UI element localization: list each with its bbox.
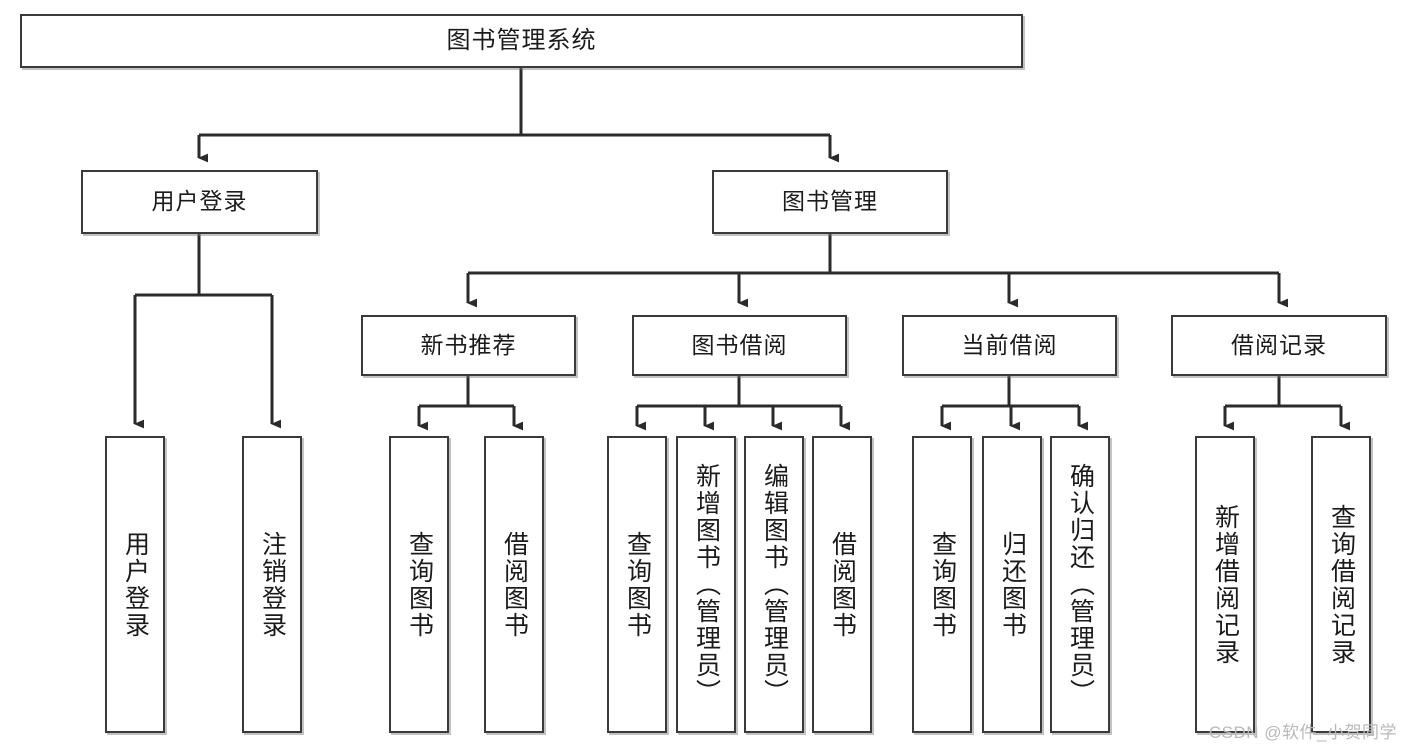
leaf-borrow-record-add-record[interactable]: 新增借阅记录	[1195, 436, 1255, 733]
node-label: 新增图书（管理员）	[692, 463, 721, 706]
leaf-current-borrow-query-book[interactable]: 查询图书	[912, 436, 972, 733]
leaf-borrow-record-query-record[interactable]: 查询借阅记录	[1311, 436, 1371, 733]
node-label: 图书管理系统	[446, 26, 597, 54]
node-label: 查询图书	[405, 530, 434, 639]
node-label: 图书管理	[782, 188, 878, 215]
node-user-login[interactable]: 用户登录	[81, 170, 318, 234]
leaf-user-login-logout[interactable]: 注销登录	[242, 436, 302, 733]
node-current-borrow[interactable]: 当前借阅	[902, 315, 1117, 376]
leaf-current-borrow-return-book[interactable]: 归还图书	[982, 436, 1042, 733]
node-label: 借阅图书	[500, 530, 529, 639]
node-book-borrow[interactable]: 图书借阅	[632, 315, 847, 376]
leaf-book-borrow-borrow-book[interactable]: 借阅图书	[812, 436, 872, 733]
leaf-new-book-query-book[interactable]: 查询图书	[389, 436, 449, 733]
node-label: 查询图书	[928, 530, 957, 639]
node-label: 当前借阅	[961, 331, 1058, 358]
node-label: 查询借阅记录	[1327, 503, 1356, 666]
leaf-user-login-login[interactable]: 用户登录	[105, 436, 165, 733]
node-label: 借阅图书	[828, 530, 857, 639]
node-label: 图书借阅	[691, 331, 788, 358]
leaf-current-borrow-confirm-return-admin[interactable]: 确认归还（管理员）	[1050, 436, 1110, 733]
node-label: 新增借阅记录	[1211, 503, 1240, 666]
node-label: 编辑图书（管理员）	[760, 463, 789, 706]
leaf-book-borrow-query-book[interactable]: 查询图书	[607, 436, 667, 733]
leaf-book-borrow-add-book-admin[interactable]: 新增图书（管理员）	[676, 436, 736, 733]
node-label: 用户登录	[151, 188, 248, 215]
node-label: 查询图书	[623, 530, 652, 639]
node-book-management[interactable]: 图书管理	[712, 170, 948, 234]
node-label: 归还图书	[998, 530, 1027, 639]
leaf-new-book-borrow-book[interactable]: 借阅图书	[484, 436, 544, 733]
node-label: 确认归还（管理员）	[1066, 463, 1095, 706]
node-root-book-management-system[interactable]: 图书管理系统	[20, 14, 1023, 68]
node-borrow-record[interactable]: 借阅记录	[1171, 315, 1387, 376]
node-new-book-recommend[interactable]: 新书推荐	[361, 315, 576, 376]
node-label: 借阅记录	[1231, 331, 1327, 358]
node-label: 新书推荐	[420, 331, 517, 358]
node-label: 注销登录	[258, 530, 287, 639]
node-label: 用户登录	[121, 530, 150, 639]
leaf-book-borrow-edit-book-admin[interactable]: 编辑图书（管理员）	[744, 436, 804, 733]
